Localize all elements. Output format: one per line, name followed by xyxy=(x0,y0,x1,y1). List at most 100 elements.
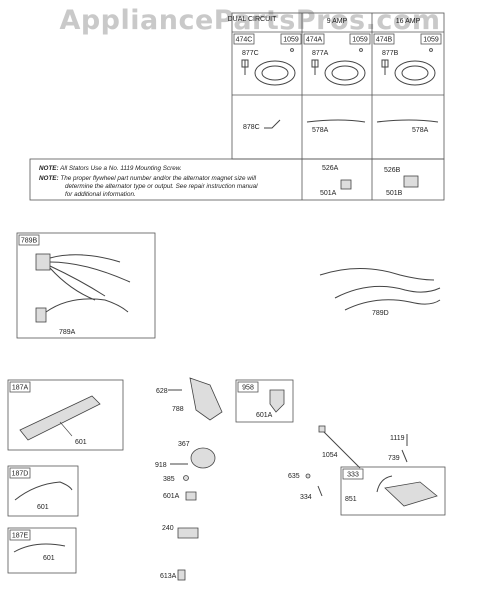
note1-prefix: NOTE: xyxy=(39,165,59,172)
box-333-tag xyxy=(342,468,364,480)
stator-header-16amp: 16 AMP xyxy=(396,18,421,25)
label-187e: 187E xyxy=(12,533,29,540)
tie-group: 1054 635 334 xyxy=(288,425,361,501)
label-877c: 877C xyxy=(242,50,259,57)
fuse-613a xyxy=(177,569,186,581)
box-1059-c xyxy=(420,33,442,45)
label-578a-a: 578A xyxy=(312,127,329,134)
label-789a: 789A xyxy=(59,329,76,336)
label-1054: 1054 xyxy=(322,452,338,459)
lead-187a xyxy=(59,421,73,437)
solenoid-367 xyxy=(190,447,216,469)
label-240: 240 xyxy=(162,525,174,532)
cable-tie-head xyxy=(318,425,326,433)
module-851-wire xyxy=(376,475,393,493)
label-474b: 474B xyxy=(376,37,393,44)
label-526b: 526B xyxy=(384,167,401,174)
harness-789d-wire-1 xyxy=(319,268,435,281)
box-789b-frame xyxy=(16,232,156,339)
screws-right: 1119 739 xyxy=(388,434,408,463)
group-958: 958 601A xyxy=(235,379,294,423)
note1-text: All Stators Use a No. 1119 Mounting Scre… xyxy=(59,165,182,172)
note2-text-line1: The proper flywheel part number and/or t… xyxy=(60,175,256,182)
box-187e-tag xyxy=(9,529,31,541)
sleeve-187a xyxy=(19,395,101,441)
label-1059-b: 1059 xyxy=(352,37,368,44)
label-601a-sol: 601A xyxy=(163,493,180,500)
group-187a: 187A 601 xyxy=(7,379,124,451)
stator-877b-inner xyxy=(401,65,429,81)
label-578a-b: 578A xyxy=(412,127,429,134)
stator-877a-inner xyxy=(331,65,359,81)
box-187a-tag xyxy=(9,381,31,393)
solenoid-group: 367 918 385 601A 240 613A xyxy=(155,441,216,581)
label-385: 385 xyxy=(163,476,175,483)
note2-prefix: NOTE: xyxy=(39,175,59,182)
label-334: 334 xyxy=(300,494,312,501)
box-474c xyxy=(233,33,255,45)
stator-877b-lead xyxy=(381,59,389,75)
box-474b xyxy=(373,33,395,45)
stator-877a xyxy=(324,60,366,86)
box-958-tag xyxy=(237,381,259,393)
box-1059-b xyxy=(349,33,371,45)
stator-header-dual: DUAL CIRCUIT xyxy=(228,16,277,23)
label-187d: 187D xyxy=(12,471,29,478)
label-788: 788 xyxy=(172,406,184,413)
connector-789b xyxy=(35,253,51,271)
box-1059-a xyxy=(280,33,302,45)
screw-385 xyxy=(183,475,189,481)
box-187e-frame xyxy=(7,527,77,574)
label-877b: 877B xyxy=(382,50,399,57)
box-958-frame xyxy=(235,379,294,423)
clip-958 xyxy=(269,389,285,413)
notes-frame xyxy=(29,158,445,201)
stator-877b xyxy=(394,60,436,86)
watermark-text: AppliancePartsPros.com xyxy=(59,5,440,36)
label-601-e: 601 xyxy=(43,555,55,562)
cable-tie-1054 xyxy=(321,429,361,469)
box-187a-frame xyxy=(7,379,124,451)
label-789b: 789B xyxy=(21,238,38,245)
screw-1059-c xyxy=(429,48,433,52)
label-613a: 613A xyxy=(160,573,177,580)
rectifier-501b xyxy=(403,175,419,188)
box-187d-frame xyxy=(7,465,79,517)
label-601a-958: 601A xyxy=(256,412,273,419)
label-501b: 501B xyxy=(386,190,403,197)
harness-789d-group: 789D xyxy=(319,268,441,317)
harness-789a-wire xyxy=(45,298,129,313)
label-877a: 877A xyxy=(312,50,329,57)
label-789d: 789D xyxy=(372,310,389,317)
harness-578a-b xyxy=(376,119,439,123)
clip-334 xyxy=(317,485,323,497)
group-333: 333 851 xyxy=(340,466,446,516)
screw-1059-a xyxy=(290,48,294,52)
stator-panel: DUAL CIRCUIT 9 AMP 16 AMP 474C 1059 877C… xyxy=(29,12,445,201)
note2-line2: determine the alternator type or output.… xyxy=(65,183,258,190)
rectifier-501a xyxy=(340,179,352,190)
label-918: 918 xyxy=(155,462,167,469)
label-628: 628 xyxy=(156,388,168,395)
box-474a xyxy=(303,33,325,45)
module-851 xyxy=(384,481,438,507)
stator-877a-lead xyxy=(311,59,319,75)
label-333: 333 xyxy=(347,472,359,479)
label-958: 958 xyxy=(242,385,254,392)
clip-601a-sol xyxy=(185,491,197,501)
connector-240 xyxy=(177,527,199,539)
connector-789a xyxy=(35,307,47,323)
harness-578a-a xyxy=(306,119,366,123)
bracket-788 xyxy=(189,377,223,421)
stator-header-9amp: 9 AMP xyxy=(327,18,348,25)
box-333-frame xyxy=(340,466,446,516)
screw-739 xyxy=(401,449,408,463)
harness-789b-group: 789B 789A xyxy=(16,232,156,339)
label-1119: 1119 xyxy=(390,435,405,442)
harness-789d-wire-2 xyxy=(334,285,441,299)
stator-877c-inner xyxy=(261,65,289,81)
box-187d-tag xyxy=(9,467,31,479)
label-878c: 878C xyxy=(243,124,260,131)
harness-878c xyxy=(264,119,281,129)
label-474a: 474A xyxy=(306,37,323,44)
